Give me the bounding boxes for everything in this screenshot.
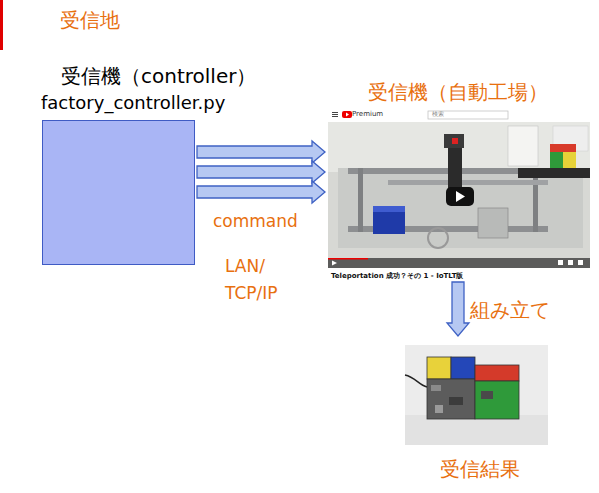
video-caption: Teleportation 成功？その 1 - IoTLT版 — [331, 272, 463, 280]
signal-label: command — [213, 211, 298, 231]
file-name: factory_controller.py — [41, 92, 225, 114]
search-label: 検索 — [432, 110, 444, 117]
node-heading: 受信機（自動工場） — [368, 80, 548, 104]
block-arrow — [197, 181, 325, 203]
cube-photo — [405, 345, 548, 445]
brand-label: Premium — [352, 110, 383, 118]
edge-label: 組み立て — [470, 297, 550, 324]
accent-bar — [0, 0, 3, 50]
node-heading: 受信機（controller） — [61, 64, 256, 88]
block-arrow — [447, 282, 469, 336]
result-photo: 受信結果 — [405, 345, 548, 445]
node-heading: 受信結果 — [440, 457, 520, 481]
factory-screenshot — [328, 108, 590, 290]
page-title: 受信地 — [60, 8, 120, 32]
block-arrow — [197, 141, 325, 163]
block-arrow — [197, 161, 325, 183]
controller-box: 受信機（controller）factory_controller.py — [42, 120, 195, 265]
protocol-label: LAN/ TCP/IP — [225, 253, 300, 307]
factory-photo: 受信機（自動工場）Teleportation 成功？その 1 - IoTLT版 — [328, 108, 590, 290]
